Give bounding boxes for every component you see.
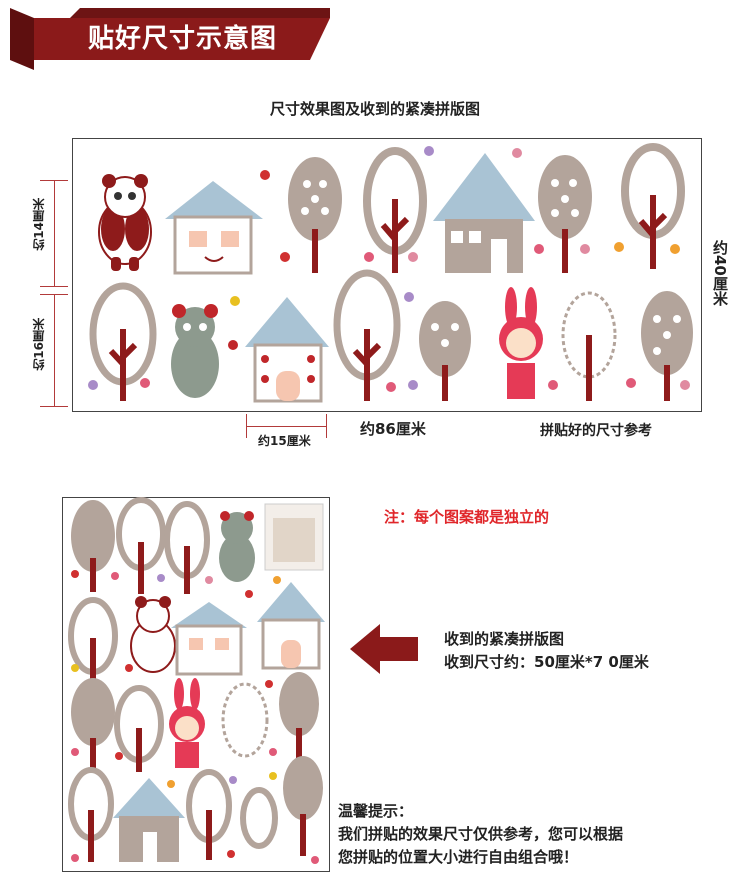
dim-line (246, 426, 326, 427)
dim-tick (40, 286, 68, 287)
tree-icon (240, 787, 278, 849)
dim-bottom-row-label: 约16厘米 (32, 318, 46, 371)
house-icon (245, 297, 329, 403)
dim-tick (40, 406, 68, 407)
received-size: 收到尺寸约：50厘米*7 0厘米 (444, 653, 649, 671)
house-icon (433, 153, 535, 273)
dim-house-width-label: 约15厘米 (258, 434, 311, 448)
tips-title: 温馨提示： (338, 802, 414, 820)
tree-icon (283, 756, 323, 856)
house-icon (171, 602, 247, 676)
flower-icon (71, 570, 319, 864)
tree-icon (621, 143, 685, 269)
tree-icon (419, 301, 471, 401)
dim-tick (326, 414, 327, 438)
tree-icon (68, 597, 118, 688)
tree-icon (538, 155, 592, 273)
girl-icon (499, 287, 543, 399)
house-icon (165, 181, 263, 275)
dim-top-row-label: 约14厘米 (32, 198, 46, 251)
girl-icon (169, 678, 205, 768)
dim-total-height-label: 约40厘米 (711, 240, 729, 306)
sticker-sheet-frame (62, 497, 330, 872)
tips-line-2: 您拼贴的位置大小进行自由组合哦！ (338, 848, 579, 866)
tree-icon (114, 685, 164, 772)
tree-icon (89, 282, 157, 401)
tree-icon (221, 682, 269, 758)
sticker-preview-art (88, 143, 693, 403)
sticker-sheet-art (68, 497, 325, 864)
tree-icon (186, 769, 232, 860)
sticker-thumbnail (264, 503, 324, 571)
tree-icon (641, 291, 693, 401)
tips-line-1: 我们拼贴的效果尺寸仅供参考，您可以根据 (338, 825, 624, 843)
tree-icon (71, 500, 115, 592)
panda-icon (130, 596, 176, 673)
preview-frame (72, 138, 702, 412)
panda-icon (98, 174, 152, 271)
tree-icon (288, 157, 342, 273)
independent-note: 注：每个图案都是独立的 (384, 508, 550, 526)
tiger-icon (171, 304, 238, 398)
tree-icon (164, 501, 210, 594)
tree-icon (68, 767, 114, 862)
arrow-left-icon (350, 624, 418, 674)
tree-icon (363, 147, 427, 273)
tree-icon (71, 678, 115, 772)
house-icon (113, 778, 185, 862)
tree-icon (333, 269, 401, 401)
dim-total-width-label: 约86厘米 (360, 420, 426, 438)
tree-icon (561, 291, 617, 401)
tiger-icon (219, 511, 255, 582)
page-title: 贴好尺寸示意图 (88, 24, 278, 54)
preview-caption: 拼贴好的尺寸参考 (540, 423, 652, 439)
tree-icon (279, 672, 319, 768)
preview-subtitle: 尺寸效果图及收到的紧凑拼版图 (269, 100, 480, 118)
header-banner (10, 8, 330, 70)
tree-icon (116, 497, 166, 594)
dim-line (54, 180, 55, 286)
dim-line (54, 294, 55, 406)
flower-icon (88, 146, 690, 392)
received-label: 收到的紧凑拼版图 (444, 630, 565, 648)
house-icon (257, 582, 325, 670)
